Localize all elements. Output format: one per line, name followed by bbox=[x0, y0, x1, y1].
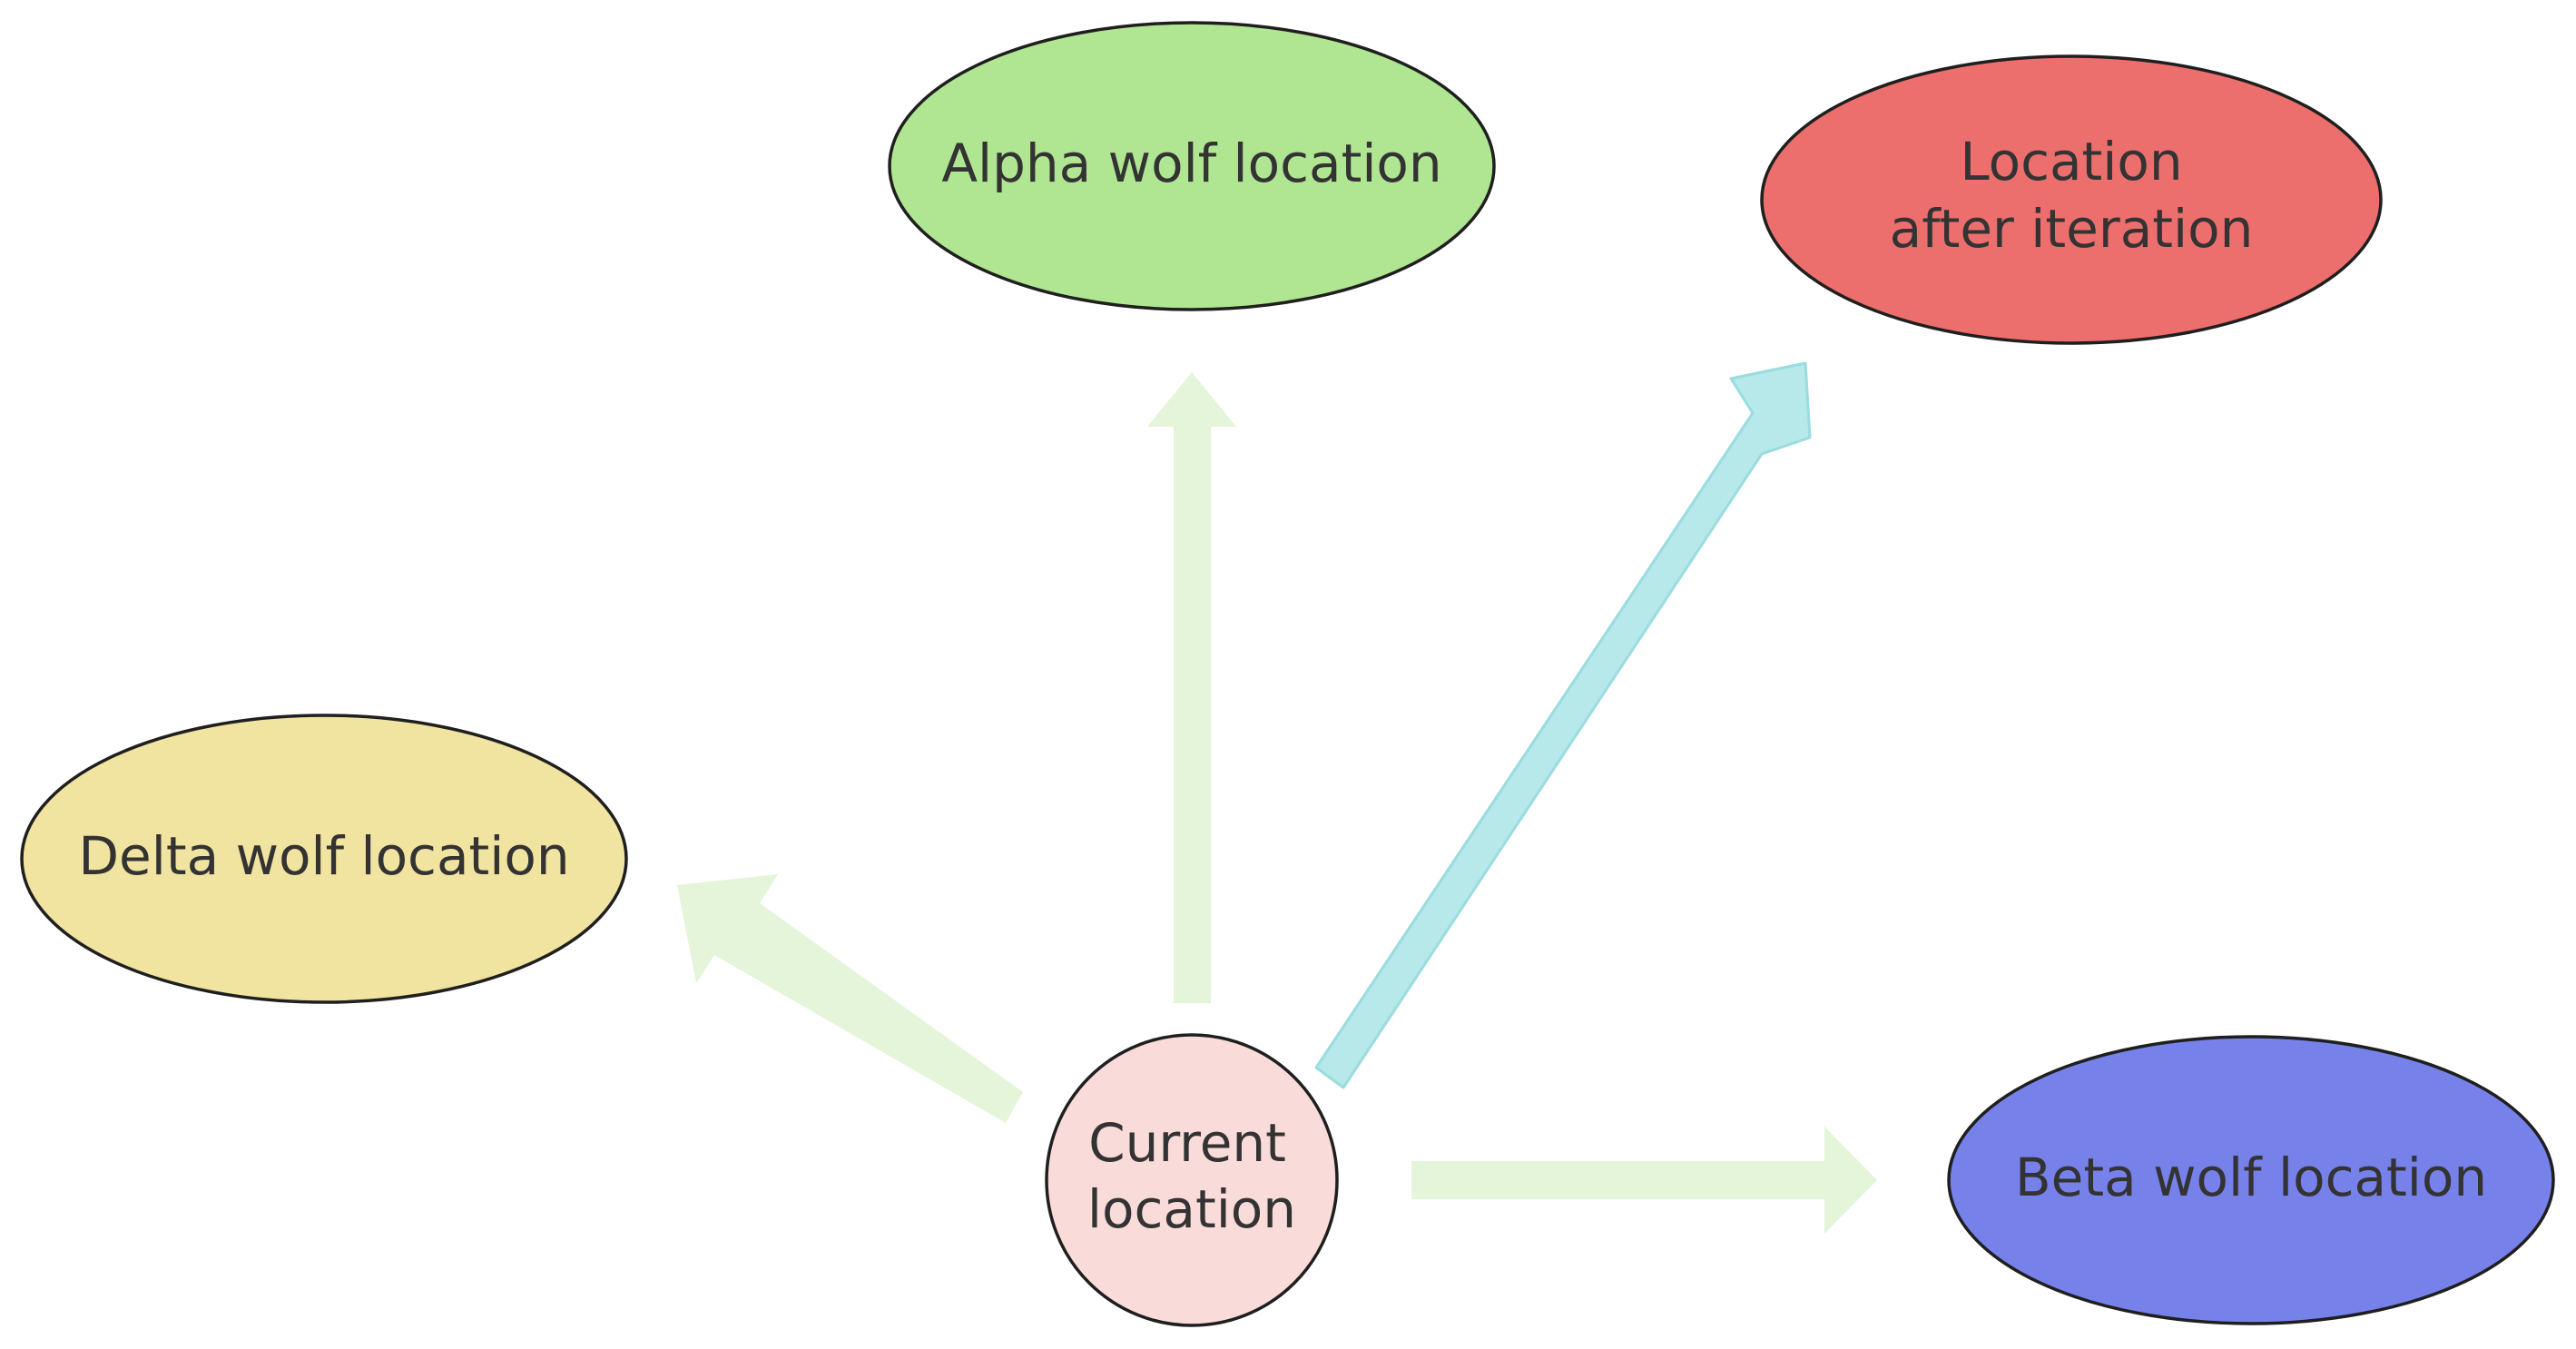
arrow-to-location-after-iteration bbox=[1314, 361, 1812, 1089]
alpha-wolf-label: Alpha wolf location bbox=[941, 133, 1441, 194]
location-after-iteration-label-line2: after iteration bbox=[1890, 198, 2254, 260]
current-location-circle bbox=[1045, 1033, 1339, 1327]
current-location-node: Current location bbox=[1045, 1033, 1339, 1327]
beta-wolf-ellipse bbox=[1947, 1035, 2555, 1325]
alpha-wolf-ellipse bbox=[888, 21, 1496, 311]
delta-wolf-node: Delta wolf location bbox=[20, 714, 628, 1004]
arrow-to-delta bbox=[677, 874, 1023, 1123]
arrow-to-alpha bbox=[1147, 372, 1236, 1003]
current-location-label-line2: location bbox=[1087, 1178, 1296, 1240]
delta-wolf-ellipse bbox=[20, 714, 628, 1004]
arrow-to-beta bbox=[1411, 1127, 1877, 1234]
beta-wolf-node: Beta wolf location bbox=[1947, 1035, 2555, 1325]
location-after-iteration-label-line1: Location bbox=[1960, 131, 2182, 192]
location-after-iteration-ellipse bbox=[1760, 54, 2383, 345]
location-after-iteration-node: Location after iteration bbox=[1760, 54, 2383, 345]
delta-wolf-label: Delta wolf location bbox=[78, 825, 569, 887]
current-location-label-line1: Current bbox=[1088, 1112, 1286, 1174]
alpha-wolf-node: Alpha wolf location bbox=[888, 21, 1496, 311]
arrows bbox=[677, 361, 1877, 1234]
beta-wolf-label: Beta wolf location bbox=[2015, 1147, 2487, 1208]
